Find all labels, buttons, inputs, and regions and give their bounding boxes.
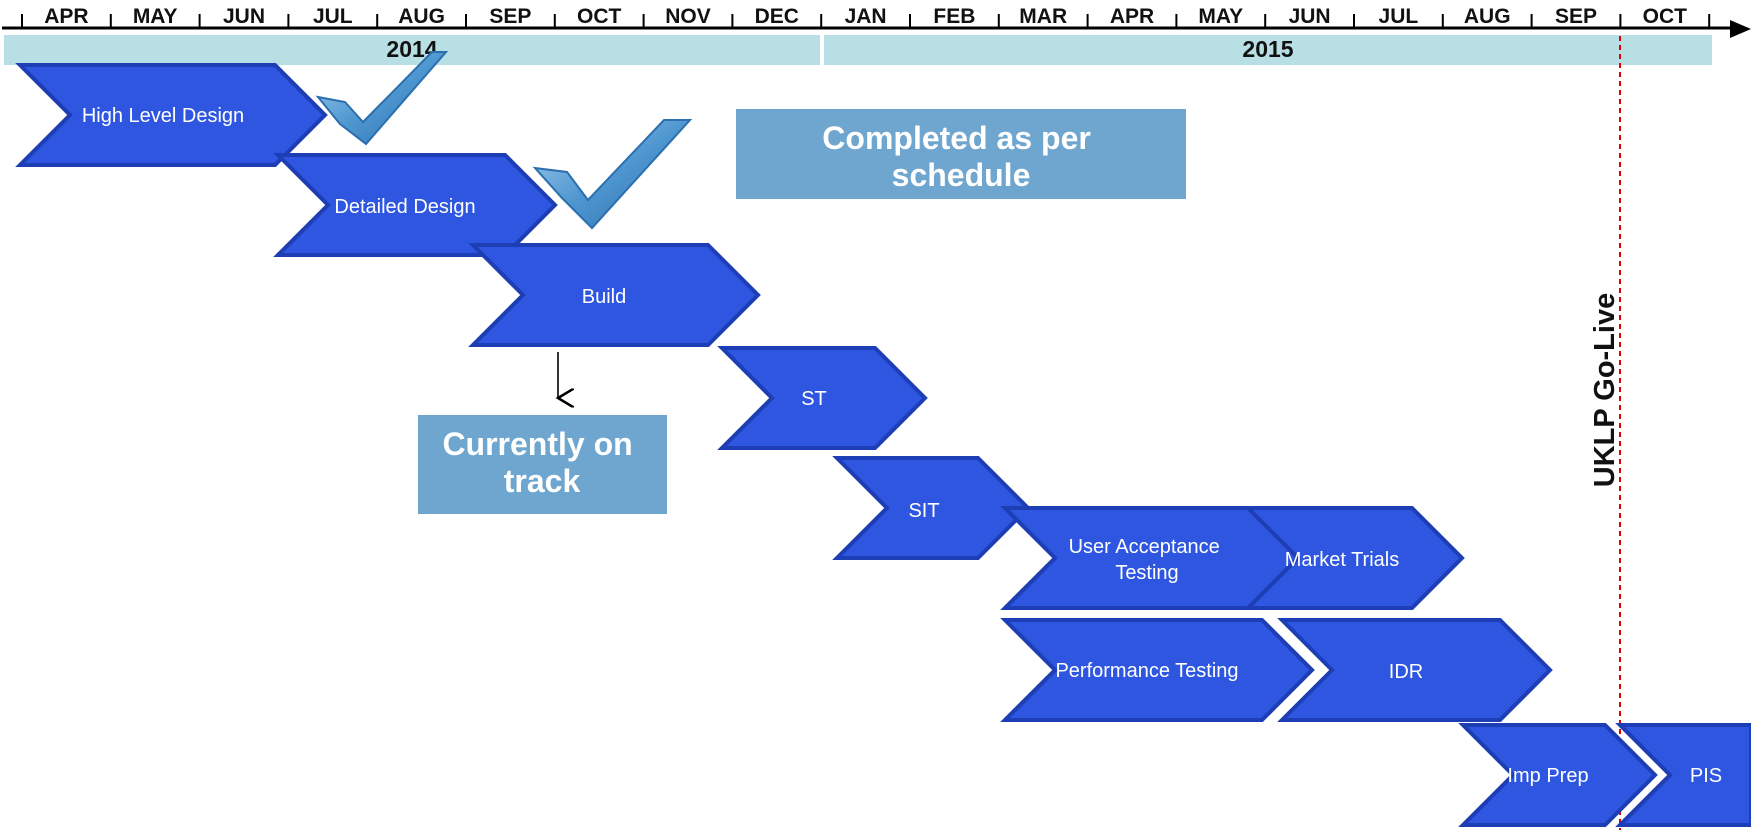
chevron-shape (1000, 618, 1315, 722)
chevron-shape (1615, 723, 1751, 827)
callout-line: track (504, 463, 581, 499)
phase-pis: PIS (1615, 723, 1751, 827)
phase-performance-testing: Performance Testing (1000, 618, 1315, 722)
phase-label-line: Testing (1115, 562, 1178, 584)
phase-label-line: User Acceptance (1069, 536, 1220, 558)
chevron-shape (1277, 618, 1553, 722)
chevron-shape (15, 63, 328, 167)
phase-imp-prep: Imp Prep (1458, 723, 1658, 827)
chevron-shape (1458, 723, 1658, 827)
phase-idr: IDR (1277, 618, 1553, 722)
year-band-2015 (824, 35, 1712, 65)
phase-label: High Level Design (82, 105, 244, 127)
callout-line: schedule (892, 157, 1031, 193)
month-label: OCT (577, 5, 622, 28)
month-label: MAY (133, 5, 178, 28)
month-label: JAN (845, 5, 887, 28)
checkmark-icon (532, 119, 693, 230)
month-label: DEC (755, 5, 799, 28)
completed-callout: Completed as per schedule (736, 109, 1186, 199)
year-label-2015: 2015 (1242, 36, 1293, 62)
phase-st: ST (717, 346, 928, 450)
chevron-shape (717, 346, 928, 450)
phase-label: SIT (908, 500, 939, 522)
phase-high-level-design: High Level Design (15, 63, 328, 167)
year-bands: 2014 2015 (4, 35, 1712, 65)
phase-label: IDR (1389, 661, 1423, 683)
checkmark-icon (315, 51, 449, 146)
month-label: MAY (1198, 5, 1243, 28)
month-label: SEP (489, 5, 531, 28)
month-label: FEB (933, 5, 975, 28)
callout-box (736, 109, 1186, 199)
month-label: APR (1110, 5, 1154, 28)
month-label: JUN (1289, 5, 1331, 28)
phase-label: User Acceptance Testing (1069, 536, 1226, 584)
phase-market-trials: Market Trials (1243, 506, 1465, 610)
phase-label: Performance Testing (1055, 660, 1238, 682)
callout-text: Completed as per schedule (822, 120, 1099, 193)
month-label: JUL (1379, 5, 1419, 28)
month-label: JUL (313, 5, 353, 28)
chevron-shape (468, 243, 761, 347)
month-label: MAR (1019, 5, 1067, 28)
phase-label: ST (801, 388, 827, 410)
month-ticks (21, 14, 1711, 28)
month-label: AUG (1464, 5, 1511, 28)
callout-line: Currently on (442, 426, 632, 462)
phase-build: Build (468, 243, 761, 347)
month-label: NOV (665, 5, 711, 28)
go-live-label: UKLP Go-Live (1589, 293, 1621, 487)
month-labels: APR MAY JUN JUL AUG SEP OCT NOV DEC JAN FEB MAR APR M… (44, 5, 1687, 28)
phase-sit: SIT (832, 456, 1031, 560)
phase-label: PIS (1690, 765, 1722, 787)
timeline-axis: APR MAY JUN JUL AUG SEP OCT NOV DEC JAN FEB MAR APR M… (2, 5, 1751, 38)
chevron-shape (1243, 506, 1465, 610)
month-label: OCT (1643, 5, 1688, 28)
on-track-callout: Currently on track (418, 415, 667, 514)
phase-label: Build (582, 286, 626, 308)
phase-chevrons: High Level Design Detailed Design Build … (15, 63, 1751, 827)
chevron-shape (832, 456, 1031, 560)
month-label: APR (44, 5, 88, 28)
axis-arrowhead (1730, 20, 1751, 38)
phase-label: Detailed Design (334, 196, 475, 218)
month-label: SEP (1555, 5, 1597, 28)
month-label: AUG (398, 5, 445, 28)
year-band-2014 (4, 35, 820, 65)
callout-line: Completed as per (822, 120, 1091, 156)
phase-label: Market Trials (1285, 549, 1399, 571)
phase-detailed-design: Detailed Design (273, 153, 558, 257)
callout-box (418, 415, 667, 514)
month-label: JUN (223, 5, 265, 28)
phase-label: Imp Prep (1507, 765, 1588, 787)
callout-text: Currently on track (442, 426, 641, 499)
